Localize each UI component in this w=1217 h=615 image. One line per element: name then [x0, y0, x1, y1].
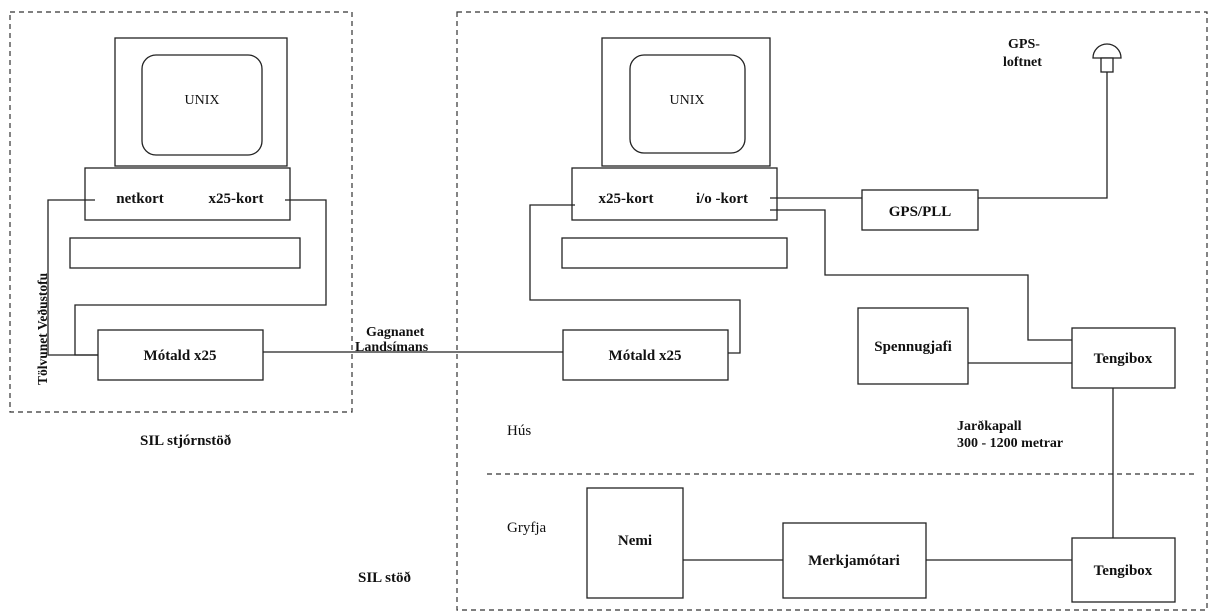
pit-label: Gryfja [507, 520, 546, 536]
data-network-label-line1: Gagnanet [366, 325, 425, 340]
junction-box-bottom-label: Tengibox [1094, 563, 1153, 579]
sensor-box [586, 487, 684, 599]
station-monitor-screen [629, 54, 746, 154]
junction-box-bottom [1071, 537, 1176, 603]
cable-label-line2: 300 - 1200 metrar [957, 436, 1063, 451]
gps-antenna-label-line2: loftnet [1003, 55, 1042, 70]
station-drive-bay [561, 237, 788, 269]
control-modem-label: Mótald x25 [144, 348, 217, 364]
sensor-label: Nemi [618, 533, 652, 549]
gps-pll-label: GPS/PLL [889, 204, 952, 220]
junction-box-top-label: Tengibox [1094, 351, 1153, 367]
station-modem-box [562, 329, 729, 381]
digitizer-label: Merkjamótari [808, 553, 900, 569]
control-monitor-screen [141, 54, 263, 156]
control-net-card-label: netkort [116, 191, 164, 207]
data-network-label-line2: Landsímans [355, 340, 429, 355]
junction-box-top [1071, 327, 1176, 389]
control-network-label: Tölvunet Veðustofu [35, 272, 50, 385]
control-monitor-label: UNIX [185, 93, 220, 108]
station-io-card-label: i/o -kort [696, 191, 748, 207]
io-junction-cable [770, 209, 1072, 341]
control-network-line [47, 199, 98, 356]
station-modem-label: Mótald x25 [609, 348, 682, 364]
gps-antenna-label-line1: GPS- [1008, 37, 1040, 52]
control-drive-bay [69, 237, 301, 269]
digitizer-box [782, 522, 927, 599]
station-x25-card-label: x25-kort [599, 191, 654, 207]
gps-antenna-cable [978, 72, 1108, 199]
station-x25-modem-cable [529, 204, 741, 354]
control-card-chassis [84, 167, 291, 221]
cable-label-line1: Jarðkapall [957, 418, 1022, 434]
station-boundary [456, 11, 1208, 611]
control-x25-card-label: x25-kort [209, 191, 264, 207]
house-label: Hús [507, 423, 531, 439]
gps-pll-box [861, 189, 979, 231]
control-modem-box [97, 329, 264, 381]
station-title: SIL stöð [358, 570, 411, 586]
station-card-chassis [571, 167, 778, 221]
control-x25-modem-cable [74, 199, 327, 356]
control-station-boundary [9, 11, 353, 413]
power-supply-box [857, 307, 969, 385]
control-station-title: SIL stjórnstöð [140, 433, 231, 449]
gps-antenna-icon [1092, 43, 1122, 73]
power-supply-label: Spennugjafi [874, 339, 952, 355]
station-monitor-label: UNIX [670, 93, 705, 108]
